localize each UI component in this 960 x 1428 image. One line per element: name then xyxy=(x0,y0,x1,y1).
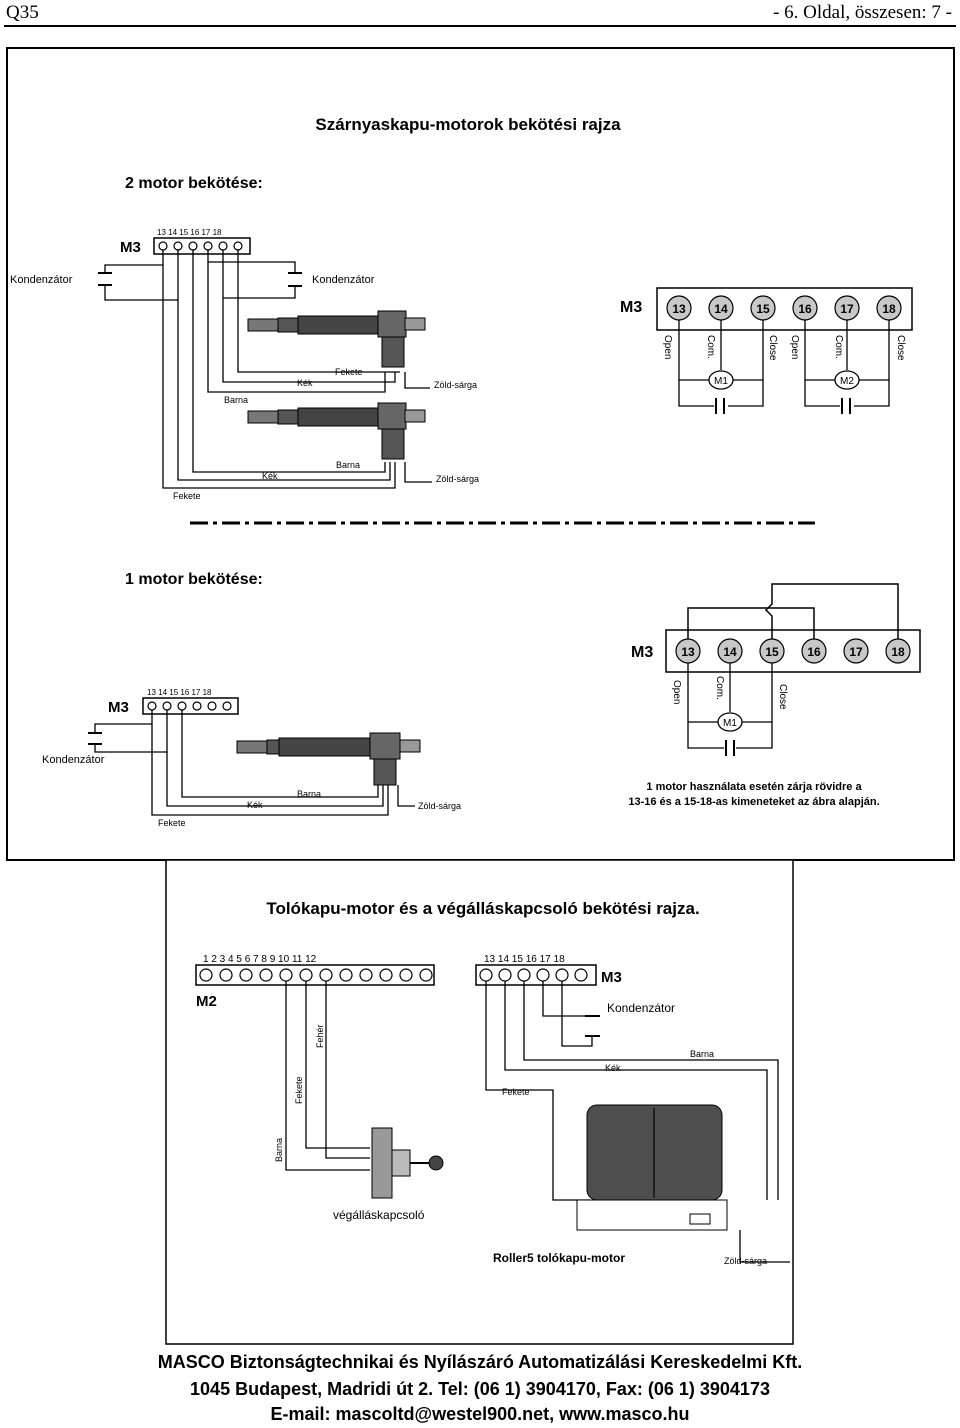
one-motor-heading: 1 motor bekötése: xyxy=(125,571,263,588)
wire-black-m1: Fekete xyxy=(335,367,363,377)
m2-terminal-numbers: 1 2 3 4 5 6 7 8 9 10 11 12 xyxy=(203,954,317,965)
limit-switch-label: végálláskapcsoló xyxy=(333,1208,425,1222)
wire-gy-m1: Zöld-sárga xyxy=(434,380,477,390)
m3-terminal-numbers-single: 13 14 15 16 17 18 xyxy=(147,688,212,697)
swing-gate-panel xyxy=(6,47,955,861)
wire-black-p2: Fekete xyxy=(502,1087,530,1097)
wire-blue-m2: Kék xyxy=(262,471,278,481)
pin-com-1: Com. xyxy=(705,335,716,359)
pin-close-b: Close xyxy=(777,684,788,710)
terminal-18-b: 18 xyxy=(891,645,905,659)
page-number: - 6. Oldal, összesen: 7 - xyxy=(773,2,952,23)
pin-com-2: Com. xyxy=(833,335,844,359)
wire-brown-m2: Barna xyxy=(336,460,360,470)
wire-blue-p2: Kék xyxy=(605,1063,621,1073)
motor-label-p2: Roller5 tolókapu-motor xyxy=(493,1251,625,1265)
terminal-18: 18 xyxy=(882,302,896,316)
wire-gy-p2: Zöld-sárga xyxy=(724,1256,767,1266)
wire-brown-vert-p2: Barna xyxy=(274,1138,284,1162)
sliding-gate-panel xyxy=(165,859,794,1345)
wire-black-vert-p2: Fekete xyxy=(294,1076,304,1104)
swing-gate-title: Szárnyaskapu-motorok bekötési rajza xyxy=(315,115,621,134)
wire-black-m2: Fekete xyxy=(173,491,201,501)
terminal-14-b: 14 xyxy=(723,645,737,659)
wire-brown-p2: Barna xyxy=(690,1049,714,1059)
sliding-gate-motor xyxy=(576,1104,728,1231)
terminal-16-b: 16 xyxy=(807,645,821,659)
actuator-motor-1 xyxy=(247,310,426,368)
motor-m2-label: M2 xyxy=(840,376,854,387)
pin-open-2: Open xyxy=(789,335,800,359)
terminal-14: 14 xyxy=(714,302,728,316)
m3-schematic-block-2 xyxy=(656,287,913,331)
terminal-15: 15 xyxy=(756,302,770,316)
actuator-single xyxy=(236,732,421,786)
terminal-17-b: 17 xyxy=(849,645,863,659)
m3-terminal-numbers-p2: 13 14 15 16 17 18 xyxy=(484,954,565,965)
sliding-gate-title: Tolókapu-motor és a végálláskapcsoló bek… xyxy=(266,899,699,918)
terminal-17: 17 xyxy=(840,302,854,316)
capacitor-label-right: Kondenzátor xyxy=(312,274,375,286)
terminal-13: 13 xyxy=(672,302,686,316)
capacitor-label-p2: Kondenzátor xyxy=(607,1001,675,1015)
motor-m1-symbol xyxy=(708,370,734,390)
wire-gy-m2: Zöld-sárga xyxy=(436,474,479,484)
m3-label-schematic-2: M3 xyxy=(620,299,642,316)
m3-label-p2: M3 xyxy=(601,969,622,986)
capacitor-label-left: Kondenzátor xyxy=(10,274,73,286)
page-code: Q35 xyxy=(6,2,39,23)
company-address: 1045 Budapest, Madridi út 2. Tel: (06 1)… xyxy=(190,1379,770,1399)
pin-open-1: Open xyxy=(662,335,673,359)
wire-brown-m1: Barna xyxy=(224,395,248,405)
m3-label-top: M3 xyxy=(120,239,141,256)
pin-close-1: Close xyxy=(767,335,778,361)
m3-label-single: M3 xyxy=(108,699,129,716)
wire-blue-m1: Kék xyxy=(297,378,313,388)
header-rule xyxy=(4,25,956,27)
wire-white-p2: Fehér xyxy=(315,1024,325,1048)
company-contact: E-mail: mascoltd@westel900.net, www.masc… xyxy=(270,1404,690,1424)
motor-m2-symbol xyxy=(834,370,860,390)
terminal-16: 16 xyxy=(798,302,812,316)
wire-blue-single: Kék xyxy=(247,800,263,810)
motor-m1-symbol-b xyxy=(717,712,743,732)
jumper-wires xyxy=(687,583,899,639)
limit-switch xyxy=(371,1127,444,1199)
pin-close-2: Close xyxy=(895,335,906,361)
terminal-13-b: 13 xyxy=(681,645,695,659)
capacitor-label-single: Kondenzátor xyxy=(42,754,105,766)
pin-open-b: Open xyxy=(671,680,682,704)
m3-schematic-block-1 xyxy=(665,629,921,673)
pin-com-b: Com. xyxy=(714,676,725,700)
m3-label-schematic-1: M3 xyxy=(631,644,653,661)
note-line-1: 1 motor használata esetén zárja rövidre … xyxy=(646,781,862,793)
wire-brown-single: Barna xyxy=(297,789,321,799)
motor-m1-label: M1 xyxy=(714,376,728,387)
wire-gy-single: Zöld-sárga xyxy=(418,801,461,811)
actuator-motor-2 xyxy=(247,402,426,460)
wire-black-single: Fekete xyxy=(158,818,186,828)
note-line-2: 13-16 és a 15-18-as kimeneteket az ábra … xyxy=(628,796,879,808)
company-name: MASCO Biztonságtechnikai és Nyílászáró A… xyxy=(157,1352,803,1372)
m3-terminal-numbers-top: 13 14 15 16 17 18 xyxy=(157,228,222,237)
terminal-15-b: 15 xyxy=(765,645,779,659)
m2-terminal-block xyxy=(195,964,435,986)
motor-m1-label-b: M1 xyxy=(723,718,737,729)
m2-label: M2 xyxy=(196,993,217,1010)
two-motor-heading: 2 motor bekötése: xyxy=(125,175,263,192)
